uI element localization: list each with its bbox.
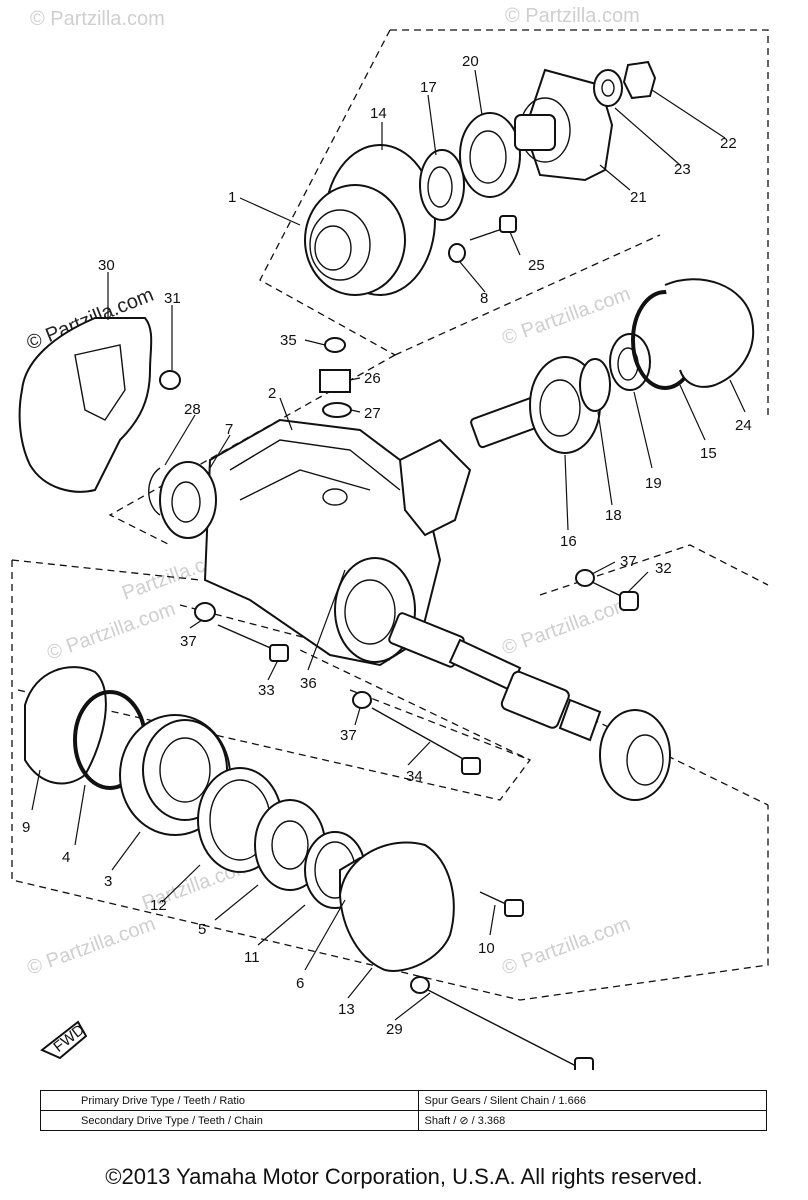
bolt-part <box>479 891 524 917</box>
washer-part <box>593 69 623 107</box>
bearing-race-part <box>609 333 651 391</box>
assembly-outline-right <box>539 544 769 596</box>
assembly-outline-bottom <box>11 560 769 1001</box>
callout-29: 29 <box>386 1021 403 1038</box>
spec-value: Spur Gears / Silent Chain / 1.666 <box>417 1090 768 1111</box>
callout-12: 12 <box>150 897 167 914</box>
callout-27: 27 <box>364 405 381 422</box>
callout-35: 35 <box>280 332 297 349</box>
watermark: © Partzilla.com <box>44 598 178 665</box>
callout-14: 14 <box>370 105 387 122</box>
callout-26: 26 <box>364 370 381 387</box>
assembly-outline-mid <box>108 354 396 546</box>
callout-8: 8 <box>480 290 488 307</box>
bevel-gear-shaft-part <box>398 396 546 537</box>
bearing-part <box>419 149 465 221</box>
circlip-part <box>148 467 161 516</box>
callout-32: 32 <box>655 560 672 577</box>
shim-part <box>579 358 611 412</box>
spec-label: Primary Drive Type / Teeth / Ratio <box>40 1090 419 1111</box>
callout-15: 15 <box>700 445 717 462</box>
callout-4: 4 <box>62 849 70 866</box>
washer-part <box>194 602 216 622</box>
bearing-part <box>459 112 521 198</box>
gasket-part <box>24 666 107 785</box>
watermark: © Partzilla.com <box>24 913 158 980</box>
callout-24: 24 <box>735 417 752 434</box>
callout-2: 2 <box>268 385 276 402</box>
spec-value: Shaft / ⊘ / 3.368 <box>417 1110 768 1131</box>
callout-37: 37 <box>340 727 357 744</box>
assembly-outline-top <box>394 234 661 356</box>
callout-37: 37 <box>620 553 637 570</box>
callout-30: 30 <box>98 257 115 274</box>
gasket-part <box>664 278 755 388</box>
table-row: Primary Drive Type / Teeth / Ratio Spur … <box>40 1090 768 1111</box>
cap-part <box>324 337 346 353</box>
callout-34: 34 <box>406 768 423 785</box>
callout-21: 21 <box>630 189 647 206</box>
callout-25: 25 <box>528 257 545 274</box>
watermark: © Partzilla.com <box>499 593 633 660</box>
callout-10: 10 <box>478 940 495 957</box>
callout-17: 17 <box>420 79 437 96</box>
output-shaft-part <box>388 612 671 801</box>
callout-9: 9 <box>22 819 30 836</box>
callout-33: 33 <box>258 682 275 699</box>
callout-18: 18 <box>605 507 622 524</box>
washer-part <box>352 691 372 709</box>
dowel-pin-part <box>159 370 181 390</box>
watermark: © Partzilla.com <box>499 913 633 980</box>
assembly-outline-bottom <box>11 559 201 581</box>
gasket-part <box>18 317 153 493</box>
exploded-parts-diagram: © Partzilla.com © Partzilla.com © Partzi… <box>11 5 769 1070</box>
callout-28: 28 <box>184 401 201 418</box>
callout-13: 13 <box>338 1001 355 1018</box>
bearing-part <box>159 461 217 539</box>
watermark: © Partzilla.com <box>499 283 633 350</box>
assembly-outline-inner <box>17 649 531 801</box>
callout-6: 6 <box>296 975 304 992</box>
bearing-housing-part <box>304 144 436 296</box>
watermark: © Partzilla.com <box>505 5 640 27</box>
gearcase-part <box>203 418 442 667</box>
callout-11: 11 <box>244 949 260 966</box>
assembly-outline-top <box>259 29 396 356</box>
diagram-canvas: © Partzilla.com © Partzilla.com © Partzi… <box>11 5 769 1070</box>
forward-direction-icon: FWD <box>40 1020 88 1060</box>
long-bolt-part <box>410 976 594 1070</box>
callout-19: 19 <box>645 475 662 492</box>
drive-spec-table: Primary Drive Type / Teeth / Ratio Spur … <box>40 1090 768 1131</box>
callout-16: 16 <box>560 533 577 550</box>
assembly-outline-inner <box>349 689 531 761</box>
table-row: Secondary Drive Type / Teeth / Chain Sha… <box>40 1110 768 1131</box>
callout-36: 36 <box>300 675 317 692</box>
nut-part <box>622 60 657 100</box>
watermark: © Partzilla.com <box>30 8 165 30</box>
callout-7: 7 <box>225 421 233 438</box>
bolt-part <box>217 624 289 662</box>
bolt-part <box>469 215 517 241</box>
bolt-part <box>371 707 481 775</box>
callout-1: 1 <box>228 189 236 206</box>
callout-37: 37 <box>180 633 197 650</box>
callout-3: 3 <box>104 873 112 890</box>
breather-plug-part <box>319 369 351 393</box>
callout-20: 20 <box>462 53 479 70</box>
callout-23: 23 <box>674 161 691 178</box>
spec-label: Secondary Drive Type / Teeth / Chain <box>40 1110 419 1131</box>
assembly-outline-top <box>390 29 769 420</box>
callout-22: 22 <box>720 135 737 152</box>
bolt-part <box>575 569 639 611</box>
end-cover-part <box>338 841 455 972</box>
washer-part <box>322 402 352 418</box>
copyright-notice: ©2013 Yamaha Motor Corporation, U.S.A. A… <box>105 1164 703 1189</box>
washer-part <box>448 243 466 263</box>
callout-5: 5 <box>198 921 206 938</box>
callout-31: 31 <box>164 290 181 307</box>
